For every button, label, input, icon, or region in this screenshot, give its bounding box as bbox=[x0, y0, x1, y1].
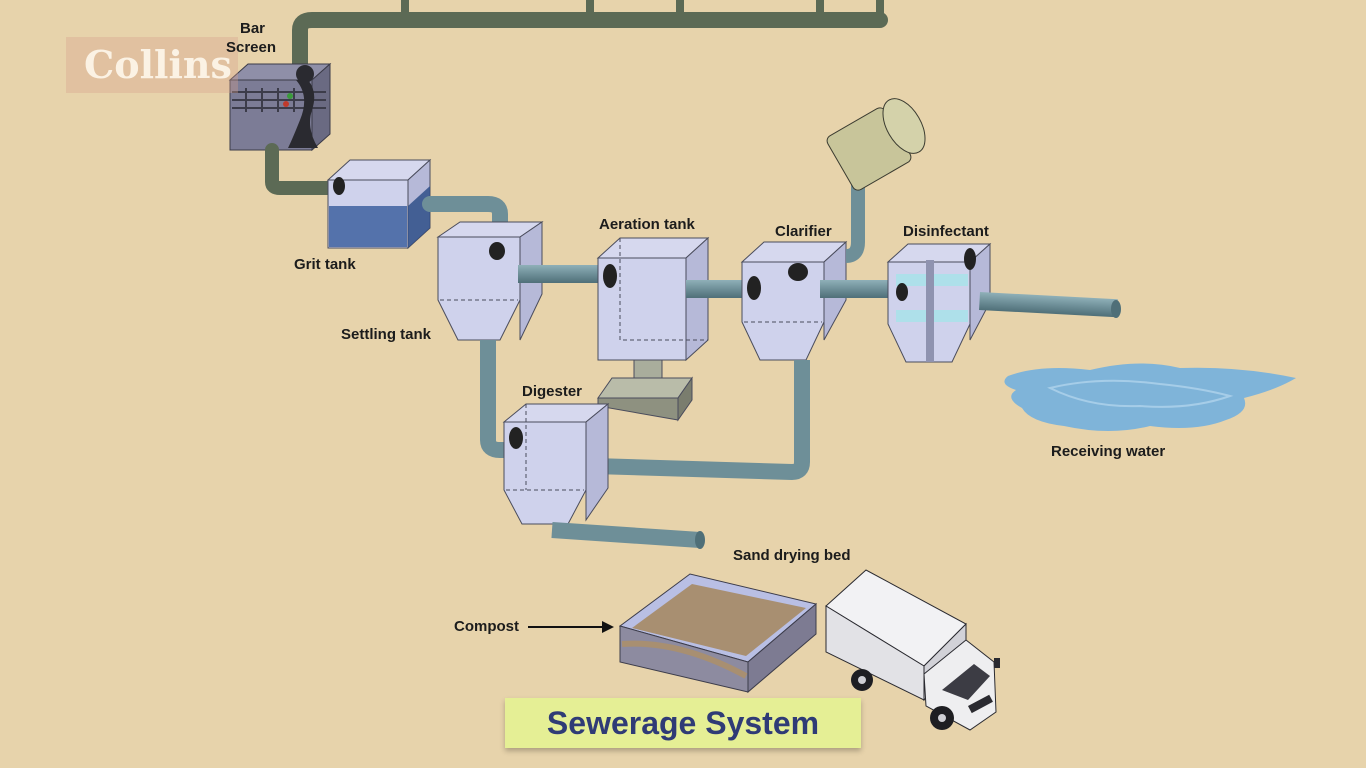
title-banner: Sewerage System bbox=[505, 698, 861, 748]
pipe-clarifier-to-digester bbox=[593, 360, 810, 481]
label-clarifier: Clarifier bbox=[775, 223, 832, 240]
digester-outlet-pipe bbox=[551, 522, 705, 549]
inflow-pipe bbox=[292, 0, 888, 86]
pipe-settling-to-aeration bbox=[518, 265, 600, 283]
grit-tank bbox=[326, 158, 432, 250]
label-aeration-tank: Aeration tank bbox=[599, 216, 695, 233]
compost-arrow bbox=[528, 621, 614, 633]
truck-icon bbox=[825, 569, 1000, 731]
pipe-grit-to-settling bbox=[422, 196, 508, 234]
pipe-aeration-to-clarifier bbox=[686, 280, 746, 298]
label-bar-screen-line2: Screen bbox=[226, 39, 277, 56]
pipe-clarifier-to-disinfectant bbox=[820, 280, 890, 298]
clarifier-tank bbox=[740, 240, 848, 361]
digester-tank bbox=[502, 402, 610, 525]
label-receiving-water: Receiving water bbox=[1051, 443, 1166, 460]
pipe-settling-to-digester bbox=[480, 340, 512, 458]
aeration-tank bbox=[596, 236, 710, 422]
label-settling-tank: Settling tank bbox=[341, 326, 432, 343]
label-compost: Compost bbox=[454, 618, 519, 635]
label-grit-tank: Grit tank bbox=[294, 256, 356, 273]
label-digester: Digester bbox=[522, 383, 583, 400]
collins-logo: Collins bbox=[66, 37, 238, 93]
page-title: Sewerage System bbox=[546, 704, 820, 741]
chemical-cylinder bbox=[826, 98, 926, 263]
label-sand-drying-bed: Sand drying bed bbox=[733, 547, 851, 564]
bar-screen-box bbox=[228, 62, 332, 152]
sand-drying-bed bbox=[618, 573, 818, 694]
pipe-bar-to-grit bbox=[265, 143, 337, 195]
outfall-pipe bbox=[979, 292, 1121, 318]
disinfectant-tank bbox=[886, 242, 992, 363]
label-disinfectant: Disinfectant bbox=[903, 223, 989, 240]
receiving-water bbox=[1004, 363, 1296, 431]
label-bar-screen-line1: Bar bbox=[240, 20, 266, 37]
